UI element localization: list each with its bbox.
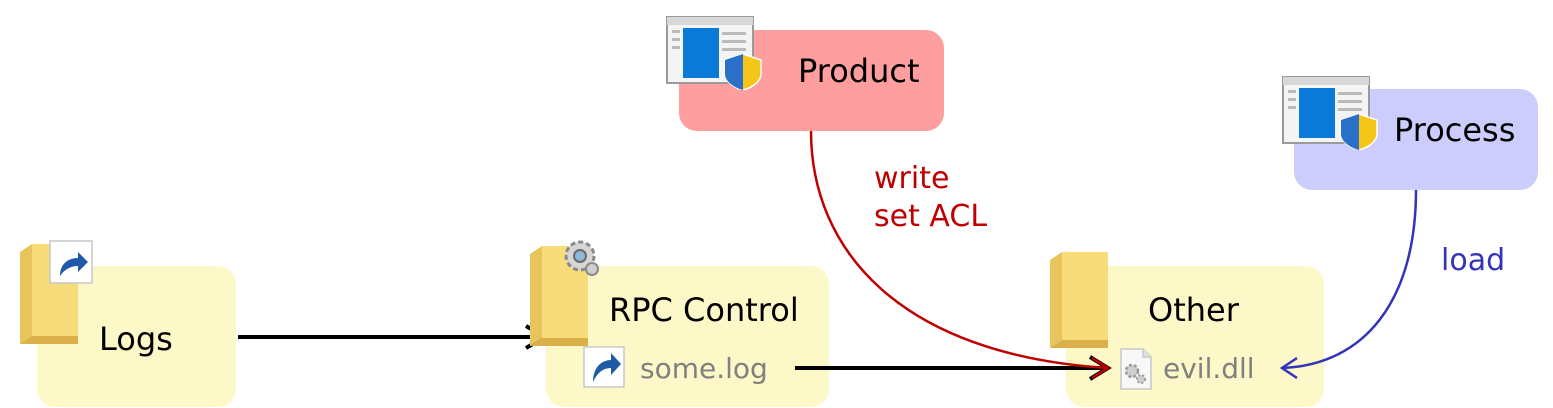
shortcut-icon (583, 346, 625, 388)
dll-file-icon (1119, 347, 1153, 391)
other-label: Other (1148, 291, 1239, 329)
write-label-line1: write (874, 161, 950, 196)
edge-product-to-evildll-head (1091, 356, 1111, 380)
rpc-control-label: RPC Control (609, 291, 799, 329)
product-label: Product (798, 52, 920, 90)
evil-dll-label: evil.dll (1163, 352, 1255, 385)
application-uac-icon (1282, 76, 1382, 151)
write-label-line2: set ACL (874, 199, 988, 234)
load-edge-label: load (1441, 243, 1506, 278)
logs-label: Logs (99, 320, 173, 358)
folder-shortcut-icon (18, 240, 94, 348)
edge-process-to-evildll-head (1279, 356, 1298, 380)
other-box (1066, 266, 1324, 407)
application-uac-icon (666, 16, 766, 91)
process-label: Process (1394, 111, 1516, 149)
some-log-label: some.log (640, 352, 768, 385)
edge-process-to-evildll (1281, 189, 1418, 370)
write-edge-label: write set ACL (874, 160, 987, 236)
folder-icon (1048, 250, 1114, 350)
folder-gear-icon (528, 236, 604, 350)
edge-product-to-evildll (809, 130, 1109, 370)
